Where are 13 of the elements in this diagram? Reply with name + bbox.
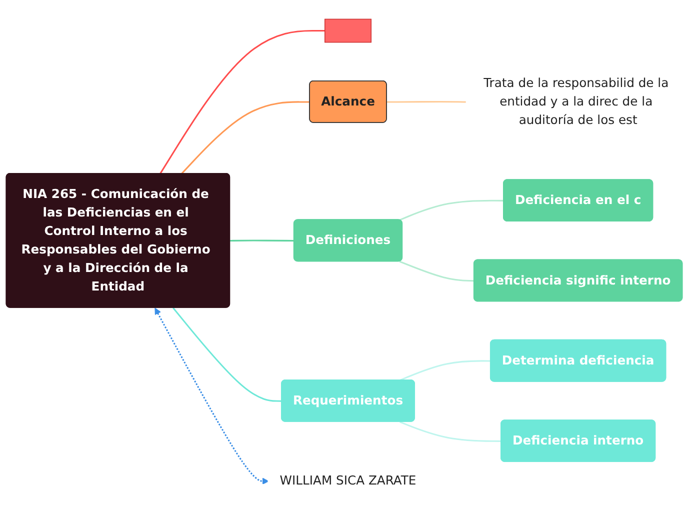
connector	[400, 360, 491, 381]
connector	[400, 420, 502, 442]
connector	[172, 306, 282, 402]
connector	[399, 260, 474, 282]
connector	[399, 199, 504, 220]
arrow	[154, 307, 269, 484]
node-text: WILLIAM SICA ZARATE	[280, 472, 416, 488]
connector	[230, 239, 294, 242]
connector	[181, 100, 310, 174]
connector	[386, 100, 467, 102]
node-text: Trata de la responsabilid de la entidad y a la direc de la auditoría de los est	[484, 75, 669, 127]
node-box	[324, 18, 372, 42]
connector	[160, 30, 325, 174]
